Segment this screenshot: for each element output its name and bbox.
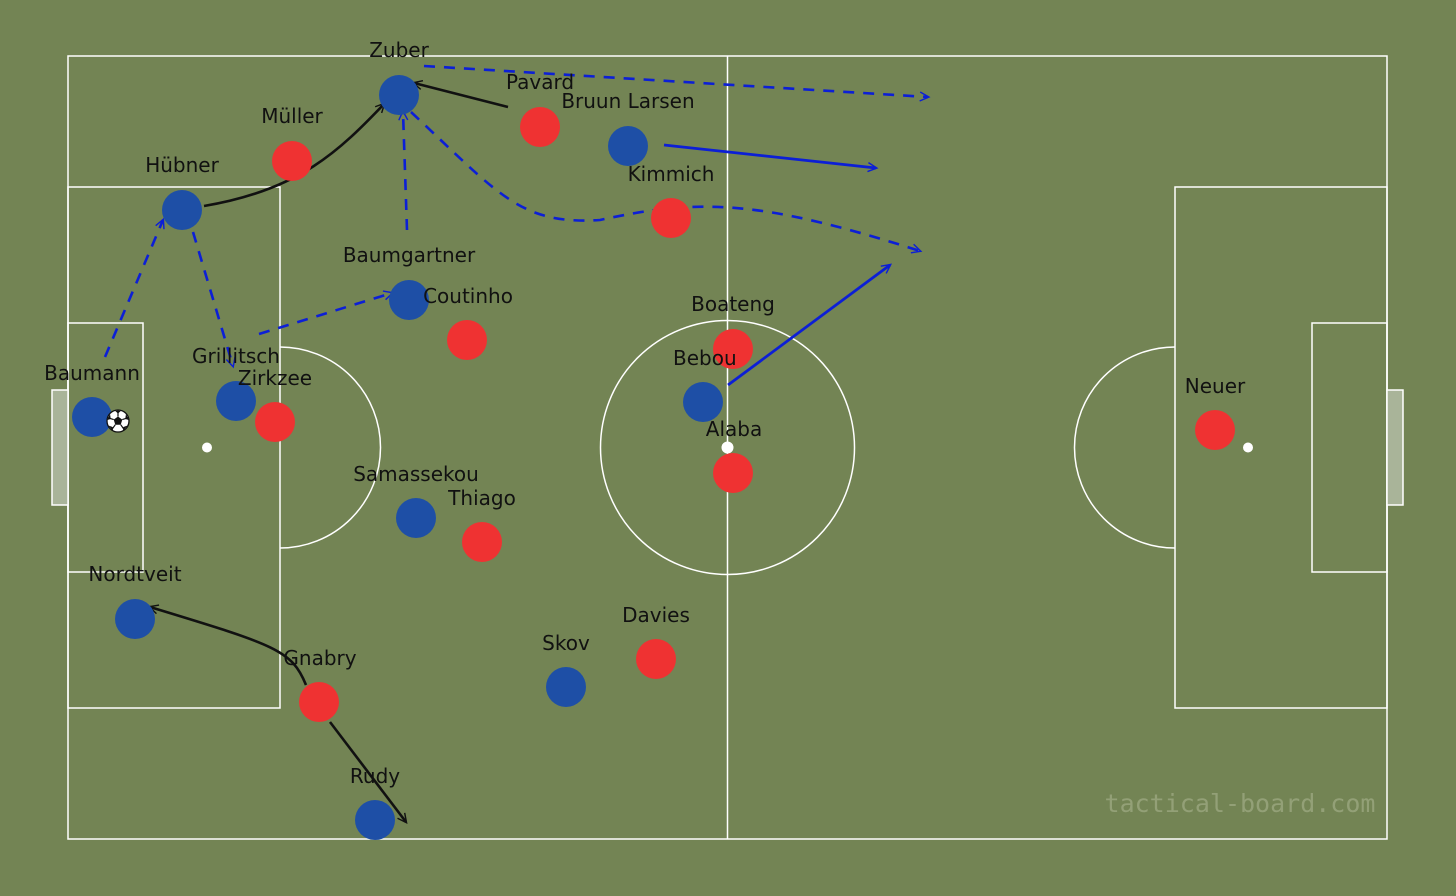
player-marker[interactable] bbox=[162, 190, 202, 230]
player-marker[interactable] bbox=[713, 329, 753, 369]
centre-circle bbox=[599, 319, 856, 576]
player-marker[interactable] bbox=[299, 682, 339, 722]
player-kimmich[interactable]: Kimmich bbox=[628, 162, 715, 238]
player-marker[interactable] bbox=[447, 320, 487, 360]
player-muller[interactable]: Müller bbox=[261, 104, 324, 181]
arrow-baumann-pass-hubner bbox=[103, 217, 165, 358]
player-name-label: Thiago bbox=[447, 486, 516, 510]
player-name-label: Skov bbox=[542, 631, 590, 655]
player-name-label: Alaba bbox=[706, 417, 762, 441]
player-bebou[interactable]: Bebou bbox=[673, 346, 737, 422]
left-penalty-spot bbox=[202, 442, 212, 453]
player-zuber[interactable]: Zuber bbox=[369, 38, 430, 115]
arrow-hubner-to-zuber-dribble bbox=[203, 102, 386, 208]
player-marker[interactable] bbox=[389, 280, 429, 320]
player-marker[interactable] bbox=[1195, 410, 1235, 450]
arrow-bebou-run bbox=[727, 263, 893, 387]
player-zirkzee[interactable]: Zirkzee bbox=[238, 366, 312, 442]
player-name-label: Rudy bbox=[350, 764, 400, 788]
player-marker[interactable] bbox=[683, 382, 723, 422]
player-marker[interactable] bbox=[115, 599, 155, 639]
player-marker[interactable] bbox=[520, 107, 560, 147]
player-name-label: Müller bbox=[261, 104, 323, 128]
player-marker[interactable] bbox=[216, 381, 256, 421]
player-rudy[interactable]: Rudy bbox=[350, 764, 400, 840]
player-marker[interactable] bbox=[379, 75, 419, 115]
left-goal bbox=[51, 389, 69, 506]
arrow-zuber-long-pass bbox=[423, 64, 931, 102]
player-nordtveit[interactable]: Nordtveit bbox=[88, 562, 182, 639]
arrow-grillitsch-pass-baumgartner bbox=[258, 290, 395, 336]
player-baumgartner[interactable]: Baumgartner bbox=[343, 243, 476, 320]
movement-arrows bbox=[103, 64, 931, 824]
player-name-label: Hübner bbox=[145, 153, 219, 177]
right-penalty-arc bbox=[1073, 346, 1176, 549]
player-name-label: Coutinho bbox=[423, 284, 513, 308]
player-name-label: Zuber bbox=[369, 38, 429, 62]
player-marker[interactable] bbox=[255, 402, 295, 442]
player-name-label: Pavard bbox=[506, 70, 574, 94]
right-goal bbox=[1386, 389, 1404, 506]
watermark: tactical-board.com bbox=[1105, 789, 1376, 818]
arrow-gnabry-press-nordtveit bbox=[147, 604, 308, 686]
player-grillitsch[interactable]: Grillitsch bbox=[192, 344, 280, 421]
arrow-gnabry-press-rudy bbox=[328, 721, 408, 824]
player-skov[interactable]: Skov bbox=[542, 631, 590, 707]
player-marker[interactable] bbox=[546, 667, 586, 707]
player-name-label: Grillitsch bbox=[192, 344, 280, 368]
player-name-label: Davies bbox=[622, 603, 690, 627]
player-marker[interactable] bbox=[713, 453, 753, 493]
right-goal-area bbox=[1311, 322, 1388, 573]
pitch-markings bbox=[51, 55, 1404, 840]
player-thiago[interactable]: Thiago bbox=[447, 486, 516, 562]
player-marker[interactable] bbox=[396, 498, 436, 538]
player-name-label: Neuer bbox=[1185, 374, 1246, 398]
left-penalty-arc bbox=[279, 346, 382, 549]
player-marker[interactable] bbox=[636, 639, 676, 679]
player-pavard[interactable]: Pavard bbox=[506, 70, 574, 147]
player-samassekou[interactable]: Samassekou bbox=[353, 462, 479, 538]
player-hubner[interactable]: Hübner bbox=[145, 153, 220, 230]
right-penalty-spot bbox=[1243, 442, 1253, 453]
player-name-label: Baumgartner bbox=[343, 243, 476, 267]
player-marker[interactable] bbox=[72, 397, 112, 437]
player-bruun-larsen[interactable]: Bruun Larsen bbox=[561, 89, 695, 166]
player-name-label: Kimmich bbox=[628, 162, 715, 186]
player-gnabry[interactable]: Gnabry bbox=[283, 646, 357, 722]
player-marker[interactable] bbox=[462, 522, 502, 562]
player-name-label: Boateng bbox=[691, 292, 775, 316]
player-marker[interactable] bbox=[608, 126, 648, 166]
player-marker[interactable] bbox=[651, 198, 691, 238]
arrow-hubner-pass-grillitsch bbox=[191, 231, 236, 369]
player-coutinho[interactable]: Coutinho bbox=[423, 284, 513, 360]
player-boateng[interactable]: Boateng bbox=[691, 292, 775, 369]
player-neuer[interactable]: Neuer bbox=[1185, 374, 1246, 450]
centre-spot bbox=[721, 441, 734, 454]
arrow-pavard-press-zuber bbox=[411, 79, 509, 109]
football-icon[interactable] bbox=[106, 409, 130, 433]
player-davies[interactable]: Davies bbox=[622, 603, 690, 679]
player-name-label: Bebou bbox=[673, 346, 737, 370]
player-name-label: Zirkzee bbox=[238, 366, 312, 390]
player-alaba[interactable]: Alaba bbox=[706, 417, 762, 493]
player-name-label: Gnabry bbox=[283, 646, 356, 670]
player-marker[interactable] bbox=[355, 800, 395, 840]
arrow-bruun-larsen-run bbox=[663, 143, 879, 173]
player-marker[interactable] bbox=[272, 141, 312, 181]
player-name-label: Nordtveit bbox=[88, 562, 181, 586]
player-name-label: Samassekou bbox=[353, 462, 479, 486]
arrow-baumgartner-pass-zuber bbox=[398, 109, 409, 231]
player-name-label: Baumann bbox=[44, 361, 140, 385]
player-baumann[interactable]: Baumann bbox=[44, 361, 140, 437]
player-name-label: Bruun Larsen bbox=[561, 89, 694, 113]
left-penalty-area bbox=[67, 186, 281, 709]
